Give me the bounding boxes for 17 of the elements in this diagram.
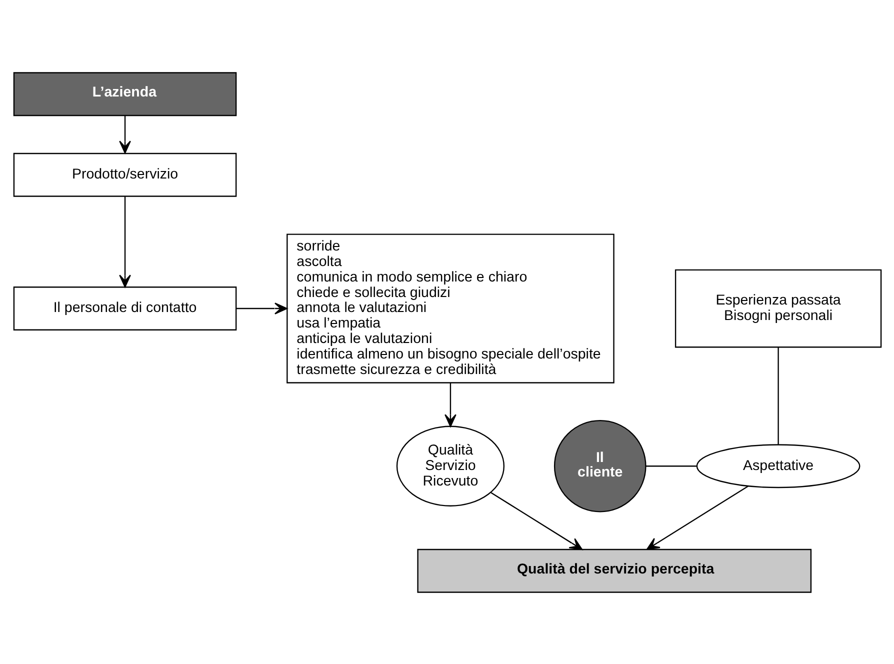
node-box: Prodotto/servizio <box>12 152 236 196</box>
connector <box>645 465 696 466</box>
arrow <box>118 115 130 154</box>
arrow <box>118 196 130 288</box>
connector <box>777 346 778 444</box>
arrow <box>490 492 582 550</box>
node-circle: Il cliente <box>553 419 646 512</box>
arrow <box>444 382 456 427</box>
node-box: Il personale di contatto <box>12 286 236 330</box>
node-box: Qualità del servizio percepita <box>416 548 812 592</box>
node-box: Esperienza passata Bisogni personali <box>674 268 882 348</box>
arrow <box>646 485 748 550</box>
node-ellipse: Qualità Servizio Ricevuto <box>396 425 504 506</box>
node-box: sorride ascolta comunica in modo semplice e chiaro chiede e sollecita giudizi annota le valutazioni usa l’empatia anticipa le valutazioni identifica almeno un bisogno speciale dell’ospite trasmette sicurezza e credibilità <box>286 233 614 383</box>
node-box: L’azienda <box>12 72 236 116</box>
arrow <box>236 302 287 314</box>
node-ellipse: Aspettative <box>696 444 860 488</box>
